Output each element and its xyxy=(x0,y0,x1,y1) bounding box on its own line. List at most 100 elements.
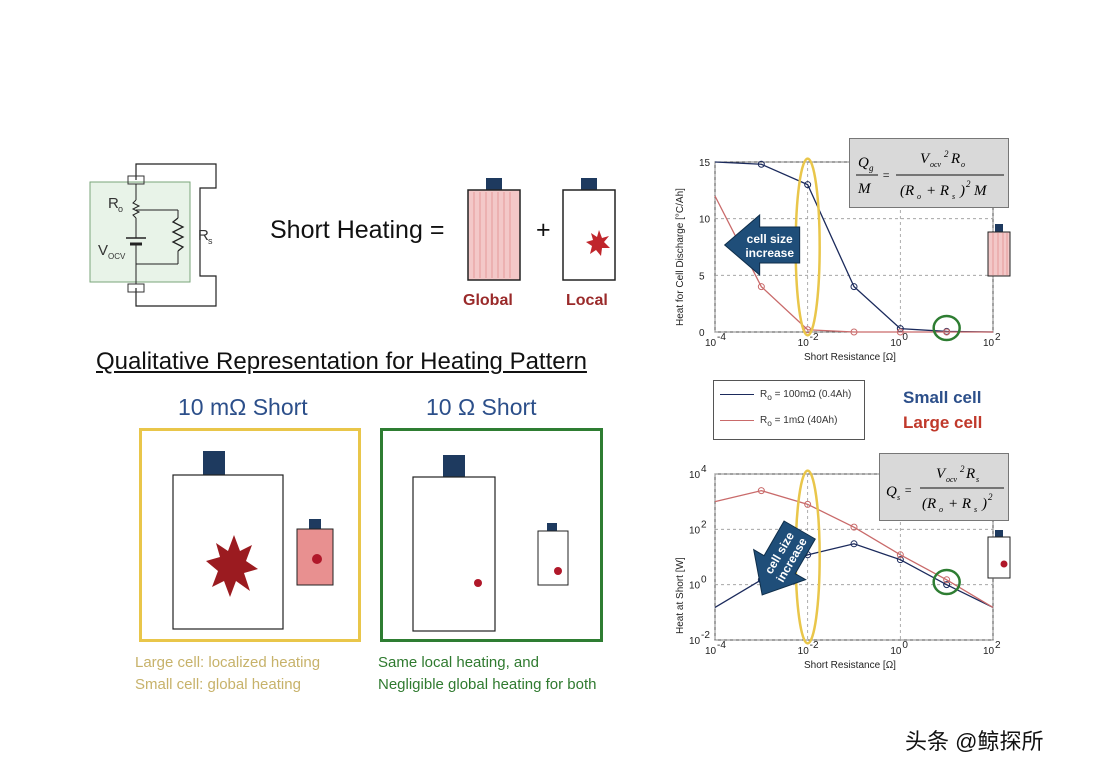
v-subscript: OCV xyxy=(108,252,126,261)
short-10ohm-panel xyxy=(380,428,603,642)
highlight-10ohm xyxy=(932,568,961,596)
y-tick-exponent: 2 xyxy=(701,519,707,530)
series-point-1 xyxy=(757,160,765,168)
arrow-shape xyxy=(723,213,801,277)
x-tick-exponent: -2 xyxy=(810,640,819,651)
short-heating-label: Short Heating = xyxy=(270,216,445,244)
eq-den-sub1: o xyxy=(917,192,921,201)
large-cell-hotspot xyxy=(206,535,258,597)
r-s-subscript: s xyxy=(208,236,213,246)
series-point-1 xyxy=(850,540,858,548)
eq-num-r-sub: o xyxy=(961,160,965,169)
arrow-shape xyxy=(752,520,816,596)
eq-lhs-sub: g xyxy=(869,163,874,173)
highlight-10ohm xyxy=(932,314,961,342)
series-point-2 xyxy=(896,551,904,559)
eq-lhs-m: M xyxy=(857,181,872,197)
series-point-2 xyxy=(896,328,904,336)
short-10mohm-panel xyxy=(139,428,361,642)
circuit-diagram: R o V OCV R s xyxy=(89,163,217,307)
eq-den-end: ) xyxy=(959,183,965,199)
eq-num-v: V xyxy=(920,151,931,167)
x-tick-exponent: 2 xyxy=(995,640,1001,651)
x-tick-exponent: 2 xyxy=(995,332,1001,343)
eq-den-start: (R xyxy=(900,183,914,199)
short-10mohm-cells xyxy=(172,451,334,630)
arrow-label-line-2: increase xyxy=(745,246,794,260)
x-tick-label: 10 xyxy=(983,646,995,657)
x-tick-label: 10 xyxy=(890,338,902,349)
y-tick-exponent: 4 xyxy=(701,464,707,475)
svg-text:=: = xyxy=(882,168,890,182)
v-label: V xyxy=(98,242,108,259)
y-tick-label: 10 xyxy=(689,636,701,647)
x-axis-label: Short Resistance [Ω] xyxy=(804,352,896,363)
large-cell-label: Large cell xyxy=(903,413,983,432)
top-equation: Q g M = V ocv 2 R o (R o + R s ) 2 M xyxy=(849,138,1009,208)
short-10ohm-title: 10 Ω Short xyxy=(426,394,537,420)
svg-text:2: 2 xyxy=(966,179,971,189)
y-tick-label: 10 xyxy=(689,470,701,481)
x-axis-label: Short Resistance [Ω] xyxy=(804,660,896,671)
global-label: Global xyxy=(463,292,513,309)
eq2-num-sub: ocv xyxy=(946,475,958,484)
eq2-num-r: R xyxy=(965,466,975,482)
y-tick-label: 0 xyxy=(699,328,705,339)
x-tick-label: 10 xyxy=(983,338,995,349)
short-10mohm-caption-2: Small cell: global heating xyxy=(135,676,301,693)
eq-lhs-q: Q xyxy=(858,155,869,171)
x-tick-label: 10 xyxy=(890,646,902,657)
legend-large-cell: Ro = 1mΩ (40Ah) xyxy=(720,415,865,429)
local-label: Local xyxy=(566,292,608,309)
r-o-label: R xyxy=(108,195,119,212)
series-point-1 xyxy=(850,283,858,291)
series-point-2 xyxy=(757,283,765,291)
plus-sign: + xyxy=(536,216,551,244)
eq2-den-sub2: s xyxy=(974,505,977,514)
x-tick-label: 10 xyxy=(705,646,717,657)
eq-den-m: M xyxy=(973,183,988,199)
x-tick-label: 10 xyxy=(798,338,810,349)
x-tick-exponent: 0 xyxy=(902,332,908,343)
bottom-equation: Q s = V ocv 2 R s (R o + R s ) 2 xyxy=(879,453,1009,521)
series-point-2 xyxy=(804,500,812,508)
series-point-1 xyxy=(943,581,951,589)
eq2-den-sub1: o xyxy=(939,505,943,514)
eq2-lhs-q: Q xyxy=(886,484,897,500)
eq-num-sub: ocv xyxy=(930,160,942,169)
y-tick-label: 10 xyxy=(699,215,711,226)
series-line-2 xyxy=(714,195,993,333)
eq2-num-v: V xyxy=(936,466,947,482)
short-10mohm-title: 10 mΩ Short xyxy=(178,394,308,420)
top-chart-cell-icon xyxy=(987,224,1011,277)
y-axis-label: Heat for Cell Discharge [°C/Ah] xyxy=(675,188,686,326)
eq-den-sub2: s xyxy=(952,192,955,201)
x-tick-exponent: 0 xyxy=(902,640,908,651)
y-tick-label: 15 xyxy=(699,158,711,169)
svg-text:2: 2 xyxy=(960,464,965,474)
series-point-2 xyxy=(850,523,858,531)
eq2-den-start: (R xyxy=(922,496,936,512)
eq2-num-r-sub: s xyxy=(976,475,979,484)
legend-small-cell: Ro = 100mΩ (0.4Ah) xyxy=(720,389,865,403)
small-cell-label: Small cell xyxy=(903,388,982,407)
x-tick-label: 10 xyxy=(705,338,717,349)
short-10ohm-caption-2: Negligible global heating for both xyxy=(378,676,597,693)
x-tick-exponent: -4 xyxy=(717,640,726,651)
eq-num-r: R xyxy=(950,151,960,167)
eq2-lhs-sub: s xyxy=(897,493,900,502)
series-point-2 xyxy=(943,328,951,336)
x-tick-label: 10 xyxy=(798,646,810,657)
r-s-label: R xyxy=(198,227,209,244)
short-10ohm-cells xyxy=(412,455,569,632)
series-point-1 xyxy=(896,556,904,564)
svg-text:=: = xyxy=(904,483,912,497)
series-line-2 xyxy=(714,489,994,609)
qualitative-title: Qualitative Representation for Heating P… xyxy=(96,348,587,375)
chart-legend: Ro = 100mΩ (0.4Ah) Ro = 1mΩ (40Ah) xyxy=(713,380,865,440)
series-point-2 xyxy=(850,328,858,336)
x-tick-exponent: -4 xyxy=(717,332,726,343)
eq-den-mid: + R xyxy=(926,183,949,199)
